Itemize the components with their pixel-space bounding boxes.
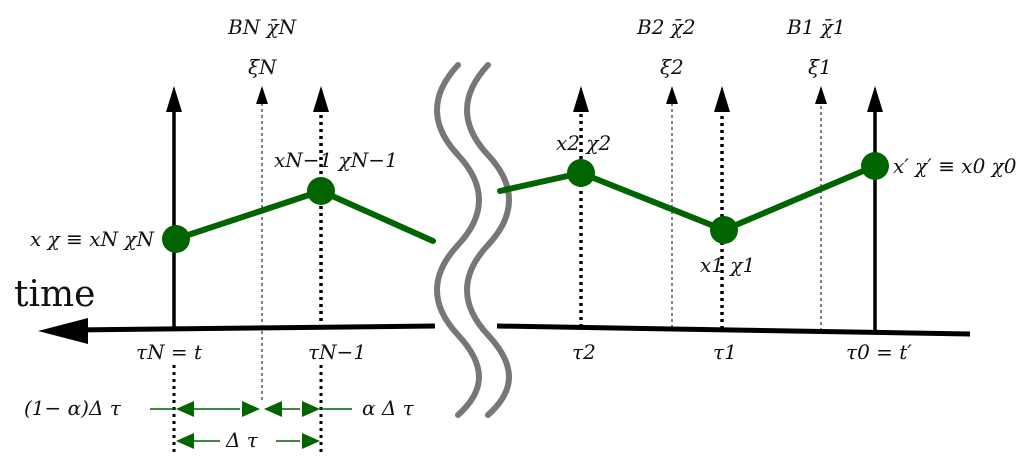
arrow-up-icon xyxy=(256,86,268,104)
arrow-up-icon xyxy=(867,86,883,112)
label-xN: x χ ≡ xN χN xyxy=(30,227,155,251)
interval-total-label: Δ τ xyxy=(225,428,259,452)
arrow-up-icon xyxy=(573,86,589,112)
vertical-lines xyxy=(166,86,883,455)
label-xN-1: xN−1 χN−1 xyxy=(274,148,398,172)
tick-tau-0: τ0 = t′ xyxy=(846,340,912,364)
arrow-up-icon xyxy=(313,86,329,112)
path-segments xyxy=(173,163,878,244)
label-BN: BN χ̄N xyxy=(227,15,298,39)
arrow-up-icon xyxy=(714,86,730,112)
path-points xyxy=(162,152,889,253)
label-B1: B1 χ̄1 xyxy=(786,15,846,39)
axis-break-icon xyxy=(434,62,512,418)
interval-right-label: α Δ τ xyxy=(362,396,415,420)
interval-left-label: (1− α)Δ τ xyxy=(24,396,122,420)
point-xN-1 xyxy=(307,177,335,205)
point-x0 xyxy=(861,152,889,180)
label-xi1: ξ1 xyxy=(808,55,832,79)
point-x2 xyxy=(567,159,595,187)
label-xi2: ξ2 xyxy=(660,55,684,79)
arrow-up-icon xyxy=(815,86,827,104)
time-axis: time xyxy=(14,274,971,344)
tick-tau-N: τN = t xyxy=(136,340,203,364)
point-x1 xyxy=(710,216,738,244)
time-arrow-icon xyxy=(38,318,88,344)
label-B2: B2 χ̄2 xyxy=(636,15,696,39)
label-x0: x′ χ′ ≡ x0 χ0 xyxy=(893,154,1017,178)
label-x1: x1 χ1 xyxy=(700,253,755,277)
arrow-up-icon xyxy=(666,86,678,104)
label-x2: x2 χ2 xyxy=(556,131,611,155)
point-xN xyxy=(162,225,190,253)
tick-tau-2: τ2 xyxy=(572,340,596,364)
arrow-up-icon xyxy=(166,86,182,112)
time-label: time xyxy=(14,274,95,315)
tick-tau-N-1: τN−1 xyxy=(308,340,366,364)
label-xiN: ξN xyxy=(248,55,278,79)
tick-tau-1: τ1 xyxy=(713,340,737,364)
